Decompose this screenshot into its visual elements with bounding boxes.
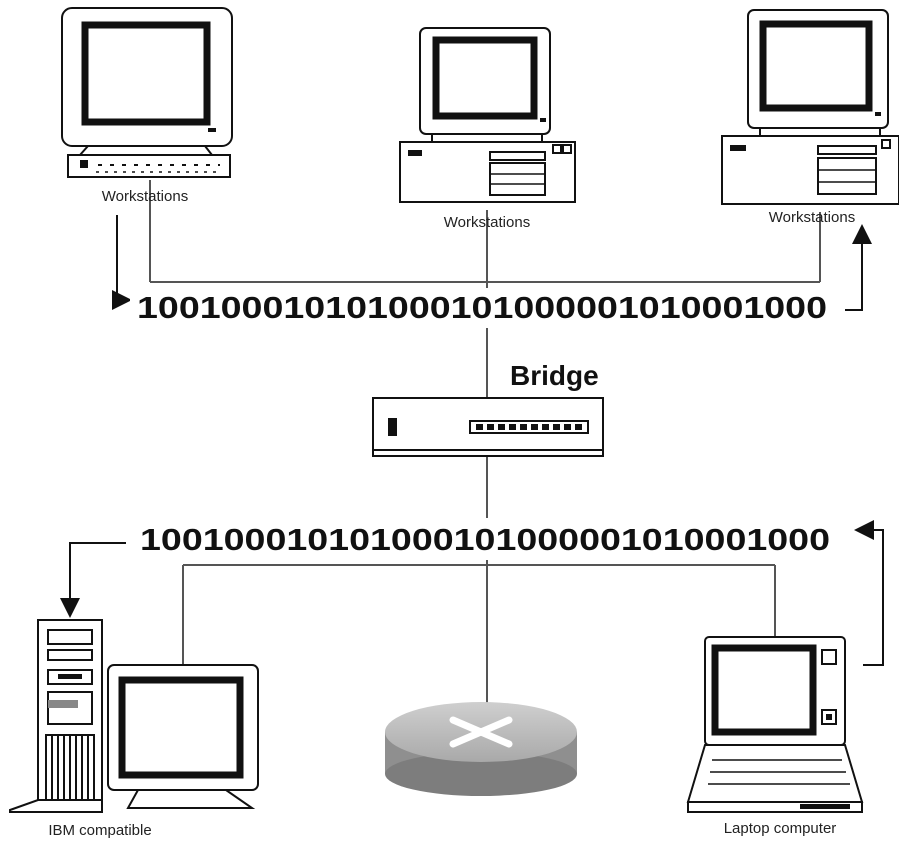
flow-arrow-bottom-left xyxy=(60,542,126,618)
flow-arrow-top-right xyxy=(845,224,872,311)
bottom-bitstream: 100100010101000101000001010001000 xyxy=(140,522,830,557)
flow-arrow-top-left xyxy=(112,215,132,310)
workstation-center-label: Workstations xyxy=(444,214,530,231)
router-arrows-icon xyxy=(449,716,513,748)
top-bitstream: 100100010101000101000001010001000 xyxy=(137,290,827,325)
ibm-compatible-label: IBM compatible xyxy=(48,822,151,839)
workstation-right-label: Workstations xyxy=(769,209,855,226)
bottom-segment-bus xyxy=(182,564,776,665)
workstation-left: Workstations xyxy=(61,7,233,205)
top-segment-bus xyxy=(149,180,821,283)
flow-arrow-bottom-right xyxy=(854,520,884,666)
bridge-label: Bridge xyxy=(510,360,599,391)
bridge-device xyxy=(372,397,604,457)
workstation-center: Workstations xyxy=(399,27,576,231)
laptop-computer-label: Laptop computer xyxy=(724,820,837,837)
router-device xyxy=(385,702,577,796)
laptop-computer: Laptop computer xyxy=(686,636,864,837)
ibm-compatible-computer: IBM compatible xyxy=(9,619,259,839)
workstation-left-label: Workstations xyxy=(102,188,188,205)
workstation-right: Workstations xyxy=(721,9,899,226)
